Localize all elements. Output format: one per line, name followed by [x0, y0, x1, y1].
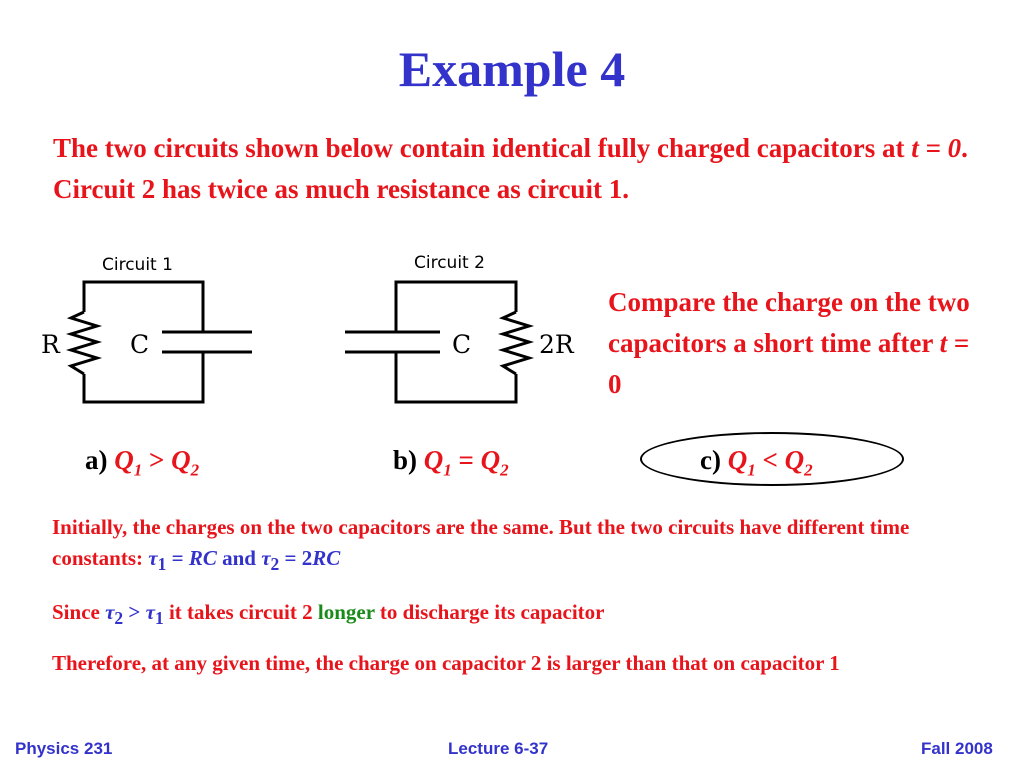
- footer-course: Physics 231: [15, 739, 113, 758]
- circuit-1-label: Circuit 1: [102, 255, 173, 275]
- circuit-2-label: Circuit 2: [414, 253, 485, 273]
- resistor-icon: [65, 310, 103, 376]
- problem-statement: The two circuits shown below contain ide…: [53, 133, 968, 204]
- footer-term: Fall 2008: [921, 739, 993, 758]
- resistor-icon: [497, 310, 535, 376]
- compare-question: Compare the charge on the two capacitors…: [608, 287, 970, 399]
- circuit-2-capacitor-label: C: [452, 330, 472, 359]
- circuit-1-capacitor-label: C: [130, 330, 150, 359]
- explanation-line-1: Initially, the charges on the two capaci…: [52, 515, 910, 575]
- circuit-2-resistor-label: 2R: [539, 330, 574, 359]
- explanation-line-2: Since τ2 > τ1 it takes circuit 2 longer …: [52, 600, 605, 629]
- explanation-line-3: Therefore, at any given time, the charge…: [52, 651, 840, 675]
- circuit-1-diagram: [65, 280, 535, 404]
- circuit-1-resistor-label: R: [41, 330, 60, 359]
- choice-b: b) Q1 = Q2: [393, 445, 509, 480]
- footer-lecture: Lecture 6-37: [448, 739, 549, 758]
- choice-a: a) Q1 > Q2: [85, 445, 200, 480]
- choice-c: c) Q1 < Q2: [700, 445, 813, 480]
- slide-title: Example 4: [398, 41, 626, 97]
- correct-answer-ellipse: [640, 432, 904, 486]
